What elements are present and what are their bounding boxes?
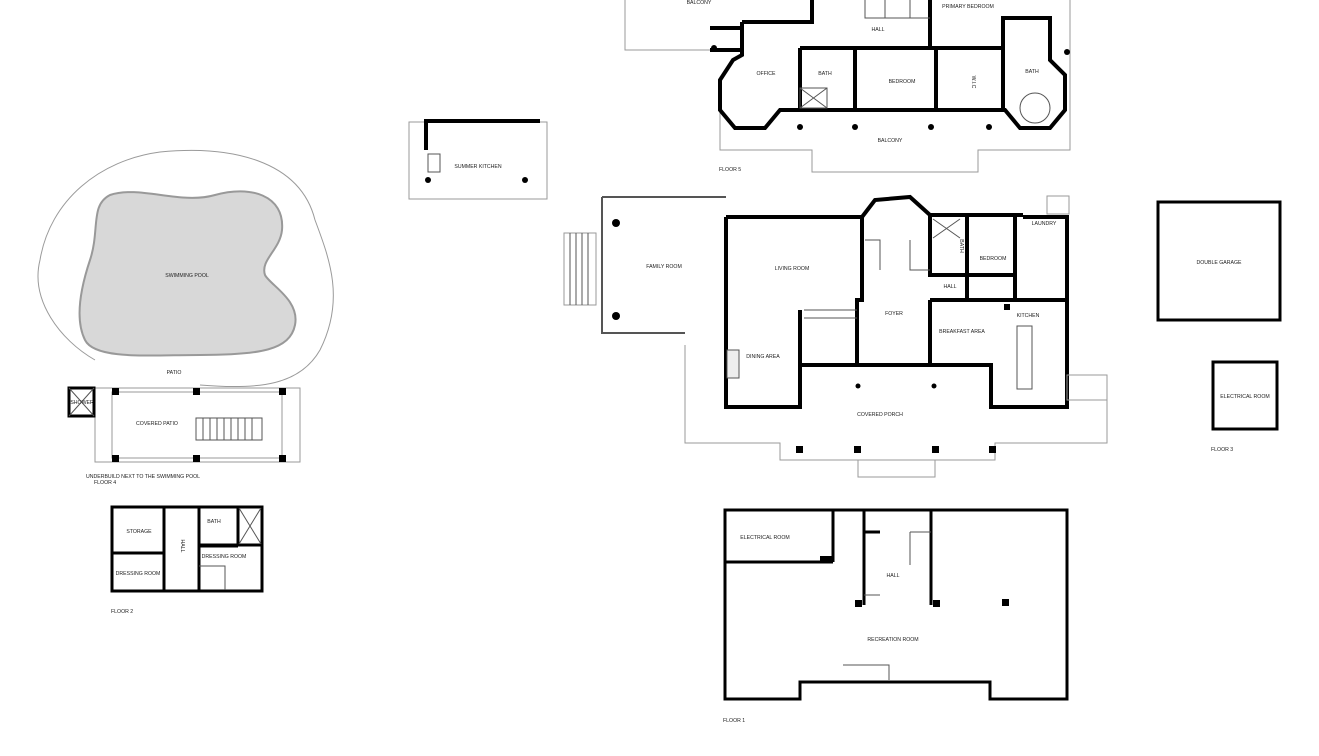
main-floor-plan: FAMILY ROOM LIVING ROOM DINING AREA FOYE…: [563, 194, 1108, 478]
pool-area-plan: SWIMMING POOL PATIO SHOWER COVERED PATIO…: [37, 149, 334, 486]
room-label: BATH: [958, 239, 964, 253]
room-label: BALCONY: [878, 138, 903, 144]
floor-1-plan: ELECTRICAL ROOM HALL RECREATION ROOM FLO…: [723, 508, 1069, 724]
room-label: HALL: [179, 540, 185, 553]
room-label: DRESSING ROOM: [116, 571, 161, 577]
summer-kitchen-plan: SUMMER KITCHEN: [408, 119, 548, 200]
swimming-pool: [78, 190, 297, 357]
room-label: FAMILY ROOM: [646, 264, 682, 270]
room-label: PRIMARY BEDROOM: [942, 4, 994, 10]
floor-5-plan: BALCONY PRIMARY BEDROOM HALL OFFICE BATH…: [624, 0, 1071, 173]
caption: UNDERBUILD NEXT TO THE SWIMMING POOL: [86, 474, 200, 480]
shower-cross: [799, 87, 828, 109]
room-label: COVERED PATIO: [136, 421, 178, 427]
room-label: BATH: [207, 519, 221, 525]
room-label: LIVING ROOM: [775, 266, 810, 272]
bathtub: [1019, 92, 1051, 124]
room-label: BREAKFAST AREA: [939, 329, 985, 335]
floor-caption: FLOOR 2: [111, 609, 133, 615]
pool-deck-outline: [37, 149, 334, 388]
room-label: HALL: [944, 284, 957, 290]
room-label: SHOWER: [70, 400, 94, 406]
room-label: DINING AREA: [746, 354, 780, 360]
balcony-top-outline: [624, 0, 716, 51]
floor-caption: FLOOR 1: [723, 718, 745, 724]
floor-3-plan: DOUBLE GARAGE ELECTRICAL ROOM FLOOR 3: [1156, 200, 1282, 453]
room-label: FOYER: [885, 311, 903, 317]
room-label: SUMMER KITCHEN: [454, 164, 502, 170]
floor-caption: FLOOR 4: [94, 480, 116, 486]
room-label: BEDROOM: [980, 256, 1007, 262]
room-label: OFFICE: [756, 71, 776, 77]
room-label: W.I.C: [970, 76, 976, 89]
room-label: BALCONY: [687, 0, 712, 6]
floor-2-plan: STORAGE HALL BATH DRESSING ROOM DRESSING…: [110, 505, 264, 615]
room-label: HALL: [872, 27, 885, 33]
floor-5-walls: [710, 0, 1067, 130]
room-label: COVERED PORCH: [857, 412, 903, 418]
balcony-bottom-outline: [719, 0, 1071, 173]
room-label: HALL: [887, 573, 900, 579]
room-label: BEDROOM: [889, 79, 916, 85]
room-label: DOUBLE GARAGE: [1197, 260, 1243, 266]
floor-caption: FLOOR 5: [719, 167, 741, 173]
room-label: BATH: [1025, 69, 1039, 75]
room-label: KITCHEN: [1017, 313, 1040, 319]
room-label: ELECTRICAL ROOM: [740, 535, 789, 541]
room-label: SWIMMING POOL: [165, 273, 209, 279]
stairs: [864, 0, 930, 19]
floor-caption: FLOOR 3: [1211, 447, 1233, 453]
room-label: BATH: [818, 71, 832, 77]
room-label: LAUNDRY: [1032, 221, 1057, 227]
columns: [711, 45, 1070, 130]
room-label: RECREATION ROOM: [867, 637, 918, 643]
shower: [799, 87, 828, 109]
room-label: DRESSING ROOM: [202, 554, 247, 560]
room-label: PATIO: [167, 370, 182, 376]
room-label: STORAGE: [126, 529, 152, 535]
room-label: ELECTRICAL ROOM: [1220, 394, 1269, 400]
